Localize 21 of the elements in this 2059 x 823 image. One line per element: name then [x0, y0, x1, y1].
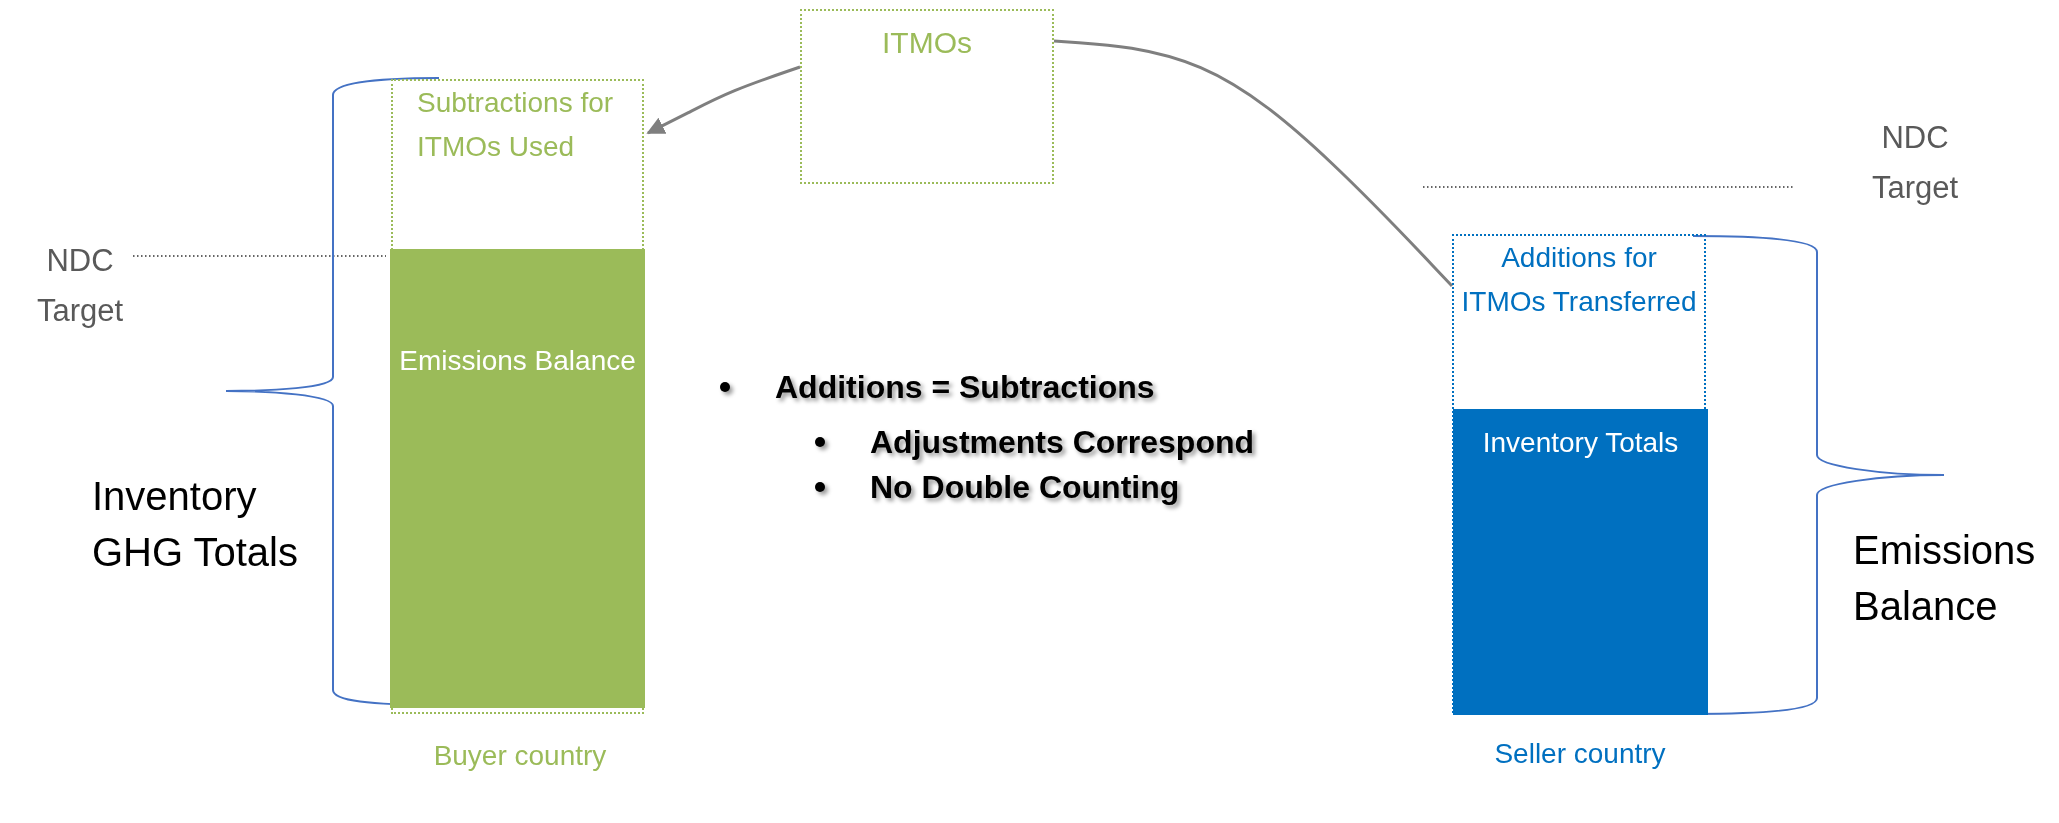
column-caption: Buyer country [432, 739, 608, 773]
target-label: NDC Target [1870, 119, 1960, 207]
bullet-text: No Double Counting [870, 468, 1181, 507]
box-text: Emissions Balance [398, 344, 637, 378]
dotted-column-box [1452, 234, 1706, 713]
box-text: Additions for ITMOs Transferred [1460, 241, 1698, 319]
dotted-column-box [391, 79, 644, 714]
brace-label: Emissions Balance [1853, 527, 2037, 630]
bullet-text: Adjustments Correspond [870, 423, 1256, 462]
arrow [646, 65, 801, 135]
bar-block [390, 249, 645, 708]
box-text: ITMOs [881, 25, 973, 61]
bullet-text: Additions = Subtractions [775, 368, 1156, 407]
bar-block [1453, 409, 1708, 715]
box-text: Inventory Totals [1481, 426, 1680, 460]
column-caption: Seller country [1493, 737, 1667, 771]
dotted-box [800, 9, 1054, 184]
target-label: NDC Target [35, 242, 125, 330]
connector-line [1053, 39, 1454, 288]
box-text: Subtractions for ITMOs Used [416, 86, 615, 164]
brace-label: Inventory GHG Totals [92, 473, 299, 576]
